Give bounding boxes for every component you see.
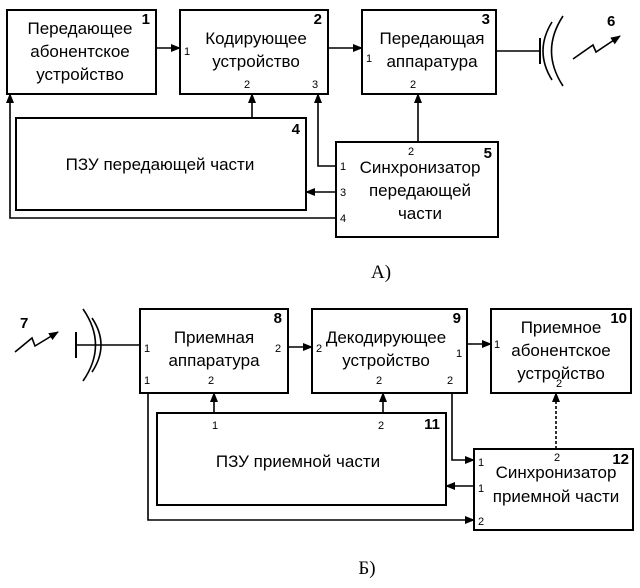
wire-5-to-2 xyxy=(318,94,336,166)
box9-port-1-out: 1 xyxy=(456,348,462,360)
box9-port-2-in: 2 xyxy=(316,343,322,355)
box9-port-2b: 2 xyxy=(376,375,382,387)
box5-port-3: 3 xyxy=(340,187,346,199)
box5-port-1: 1 xyxy=(340,161,346,173)
box2-line1: Кодирующее xyxy=(205,29,307,48)
box12-port-2t: 2 xyxy=(554,452,560,464)
box10-line1: Приемное xyxy=(521,318,602,337)
box10-port-2: 2 xyxy=(556,378,562,390)
box11-port-2: 2 xyxy=(378,420,384,432)
box1-line1: Передающее xyxy=(27,19,132,38)
box8-port-1b: 1 xyxy=(144,375,150,387)
box11-label: ПЗУ приемной части xyxy=(216,452,380,471)
box3-line1: Передающая xyxy=(380,29,485,48)
antenna6-wave-outer xyxy=(552,16,564,86)
box11-port-1: 1 xyxy=(212,420,218,432)
box8-port-1: 1 xyxy=(144,343,150,355)
box10-number: 10 xyxy=(610,310,627,327)
box5-port-2: 2 xyxy=(408,146,414,158)
box12-port-1b: 1 xyxy=(478,483,484,495)
box4-number: 4 xyxy=(292,121,301,138)
box9-port-2c: 2 xyxy=(447,375,453,387)
box9-line1: Декодирующее xyxy=(326,328,446,347)
box8-port-2r: 2 xyxy=(275,343,281,355)
box1-number: 1 xyxy=(142,11,150,28)
box5-port-4: 4 xyxy=(340,213,346,225)
antenna6-wave-inner xyxy=(543,22,552,80)
box3-line2: аппаратура xyxy=(386,52,478,71)
box8-number: 8 xyxy=(274,310,282,327)
box4-label: ПЗУ передающей части xyxy=(66,155,255,174)
box9-line2: устройство xyxy=(342,351,430,370)
box12-port-2: 2 xyxy=(478,516,484,528)
box1-line3: устройство xyxy=(36,65,124,84)
box8-port-2: 2 xyxy=(208,375,214,387)
caption-a: А) xyxy=(371,262,391,283)
box5-number: 5 xyxy=(484,145,492,162)
box9-number: 9 xyxy=(453,310,461,327)
box1-line2: абонентское xyxy=(30,42,130,61)
antenna6-lightning-icon xyxy=(573,36,620,59)
box5-line2: передающей xyxy=(369,181,471,200)
wire-9-to-12 xyxy=(452,393,474,460)
box12-number: 12 xyxy=(612,451,629,468)
box5-line1: Синхронизатор xyxy=(360,158,481,177)
box12-line2: приемной части xyxy=(493,487,619,506)
box12-line1: Синхронизатор xyxy=(496,463,617,482)
box8-line1: Приемная xyxy=(174,328,254,347)
box2-port-in: 1 xyxy=(184,46,190,58)
box3-number: 3 xyxy=(482,11,490,28)
box2-number: 2 xyxy=(314,11,322,28)
antenna6-number: 6 xyxy=(607,13,615,30)
box11-number: 11 xyxy=(424,416,440,433)
box3-port-2: 2 xyxy=(410,79,416,91)
box8-line2: аппаратура xyxy=(168,351,260,370)
box2-line2: устройство xyxy=(212,52,300,71)
box12-port-1: 1 xyxy=(478,457,484,469)
caption-b: Б) xyxy=(358,558,375,579)
antenna7-lightning-icon xyxy=(15,332,58,352)
box2-port-3: 3 xyxy=(312,79,318,91)
box10-line2: абонентское xyxy=(511,341,611,360)
box3-port-in: 1 xyxy=(366,53,372,65)
box2-port-2: 2 xyxy=(244,79,250,91)
box5-line3: части xyxy=(398,204,442,223)
antenna7-number: 7 xyxy=(20,315,28,332)
box10-port-1: 1 xyxy=(494,339,500,351)
